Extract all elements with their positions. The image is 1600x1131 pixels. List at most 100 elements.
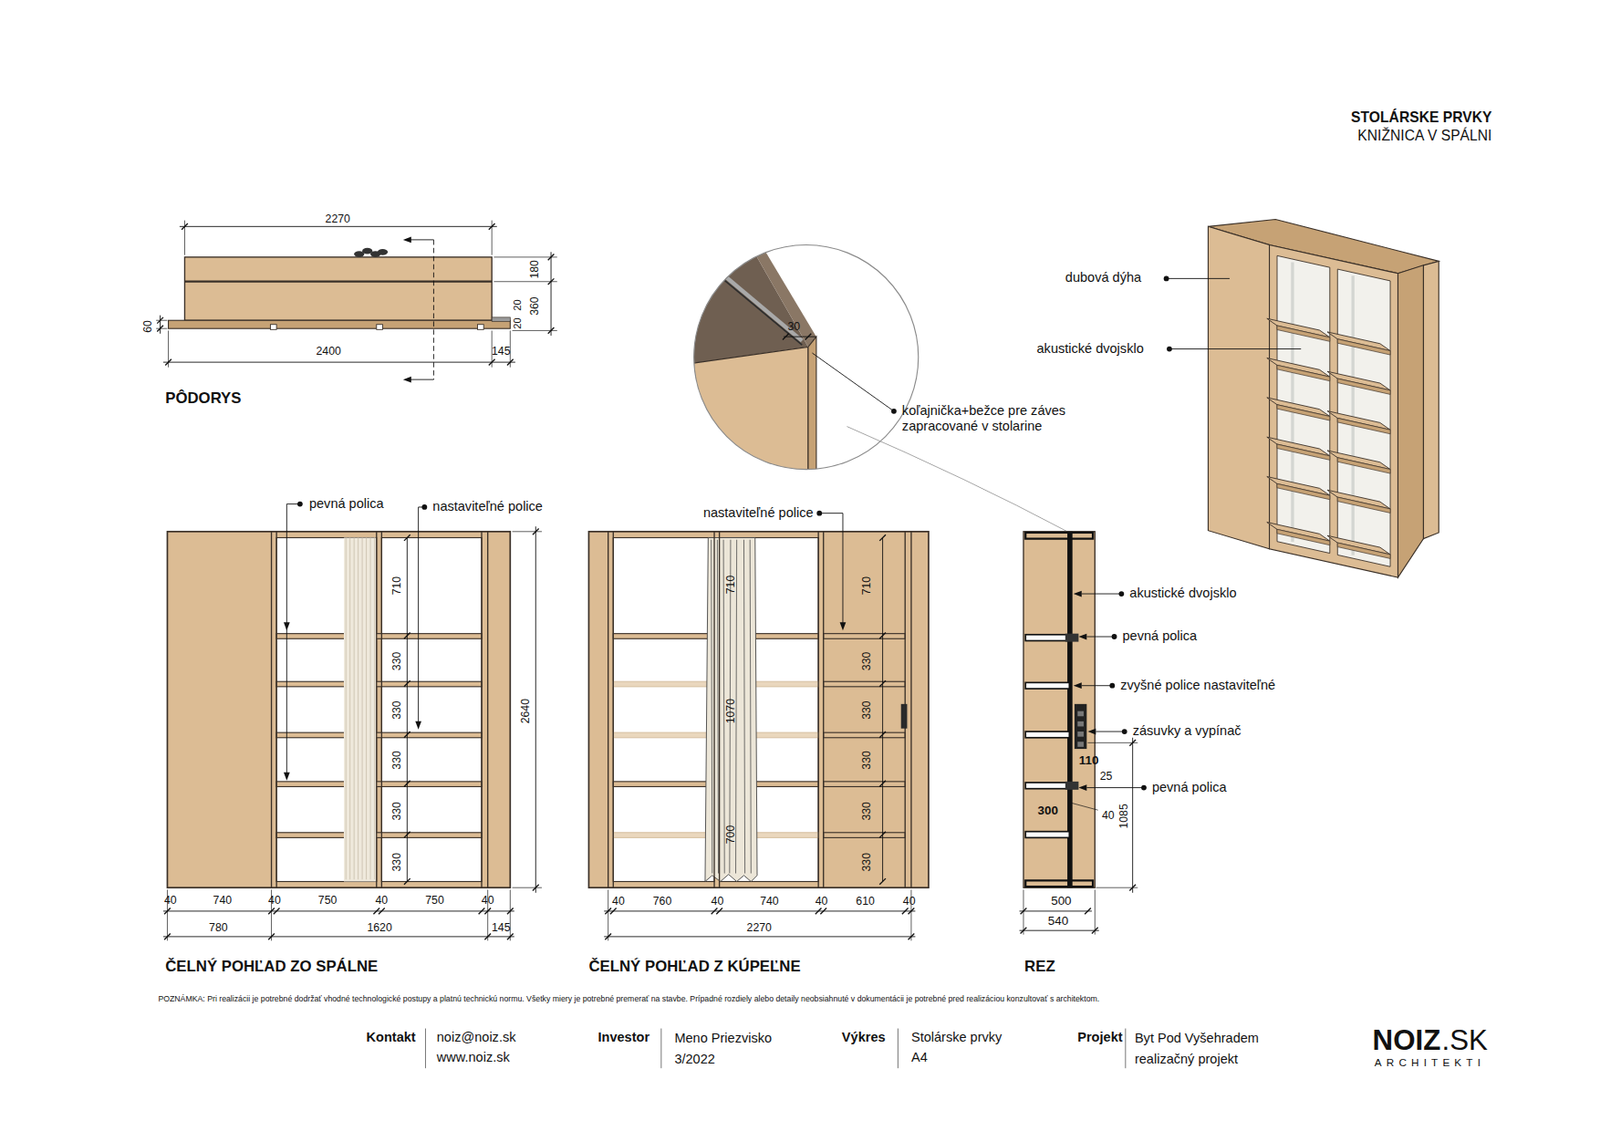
dimension: 40 [815,894,829,908]
arrowhead [283,622,291,631]
plan-view [155,220,558,384]
curtain-fold [743,540,745,874]
callout-label: zvyšné police nastaviteľné [1120,677,1276,694]
dimension-tick [507,359,514,366]
dimension-tick [165,359,172,366]
dimension-tick [604,934,612,941]
detail-ground [683,234,939,490]
dimension-tick [268,934,275,941]
dimension: 1085 [1117,803,1131,829]
dimension: 40 [481,893,495,907]
arrowhead [1073,591,1082,598]
panel-joint [822,531,824,888]
dimension: 750 [425,893,445,907]
dimension: 750 [318,893,338,907]
dimension: 2400 [316,344,342,358]
curtain-fold [353,538,355,881]
curtain-fold [749,540,751,874]
dimension-tick [1020,908,1028,915]
dimension: 700 [724,825,738,845]
dimension-tick [484,934,491,941]
dimension: 610 [855,894,875,908]
curtain-fold [362,538,364,881]
dimension-line [406,538,408,883]
socket-symbol [1077,731,1084,738]
arrowhead [1087,728,1096,736]
curtain [705,538,758,883]
detail-view [683,234,1068,532]
arrowhead [283,772,291,781]
dimension: 330 [860,801,873,821]
field-label: Projekt [1077,1029,1123,1046]
shelf [823,681,905,687]
dimension-line [1071,802,1099,811]
fixed-bracket [1065,781,1080,790]
dimension: 25 [1100,769,1113,783]
leader-line [811,353,894,412]
panel-joint [713,531,715,888]
panel-joint [910,531,912,888]
callout-label: akustické dvojsklo [1037,341,1144,357]
panel-joint [487,531,489,888]
cabinet-front [166,531,510,888]
isometric-view [1163,219,1440,579]
dimension-tick [820,908,827,915]
section-line [407,238,434,240]
iso-shelf-edge [1337,497,1391,513]
dimension: 710 [860,576,873,596]
curtain-fold [711,540,713,874]
dimension: 40 [375,893,389,907]
section-body [1023,531,1095,888]
iso-shelf-edge [1277,483,1330,499]
plant-symbol [377,249,388,256]
arrowhead [1078,633,1087,641]
logo-text: .SK [1441,1024,1487,1058]
arrowhead [1078,784,1087,791]
socket-symbol [1074,704,1087,749]
dimension: 145 [491,921,511,935]
extension-line [607,889,609,941]
dimension-tick [404,534,411,541]
curtain-fold [349,538,351,881]
dimension-tick [908,908,915,915]
extension-line [512,887,542,889]
leader-line [819,513,843,624]
separator-line [660,1028,662,1070]
iso-shelf-edge [1337,417,1391,434]
field-value: noiz@noiz.sk [436,1029,517,1046]
dimension-tick [532,528,540,535]
dimension-tick [273,908,281,915]
leader-line [286,504,301,774]
arrowhead [1073,682,1082,689]
arrowhead [403,237,412,244]
dimension: 40 [711,894,725,908]
dimension-tick [902,908,909,915]
plan-plinth [168,320,511,329]
dimension: 710 [724,575,738,595]
extension-line [155,328,167,330]
callout-label: pevná polica [1152,779,1227,796]
callout-label: nastaviteľné police [432,499,543,516]
dimension: 330 [860,852,873,873]
dimension: 1620 [366,921,392,935]
field-value: Stolárske prvky [911,1029,1002,1046]
field-label: Výkres [841,1029,886,1046]
iso-right-panel [1398,265,1424,578]
iso-right-panel [1423,260,1439,539]
dimension: 30 [787,320,800,333]
plan-notch [477,324,485,331]
iso-side-panel [1207,226,1269,549]
dimension: 500 [1050,894,1071,909]
sheet-title: STOLÁRSKE PRVKY [1350,109,1492,126]
arrowhead [403,376,412,384]
dimension: 2270 [325,211,351,225]
dimension-tick [164,908,171,915]
leader-line [1095,731,1124,733]
panel-joint [718,531,720,888]
extension-line [1087,742,1138,744]
dimension: 40 [612,894,625,908]
callout-label: koľajnička+bežce pre záves zapracované v… [902,404,1091,435]
iso-shelf-edge [1277,529,1330,545]
dimension-tick [879,680,886,687]
dimension-tick [156,325,164,333]
